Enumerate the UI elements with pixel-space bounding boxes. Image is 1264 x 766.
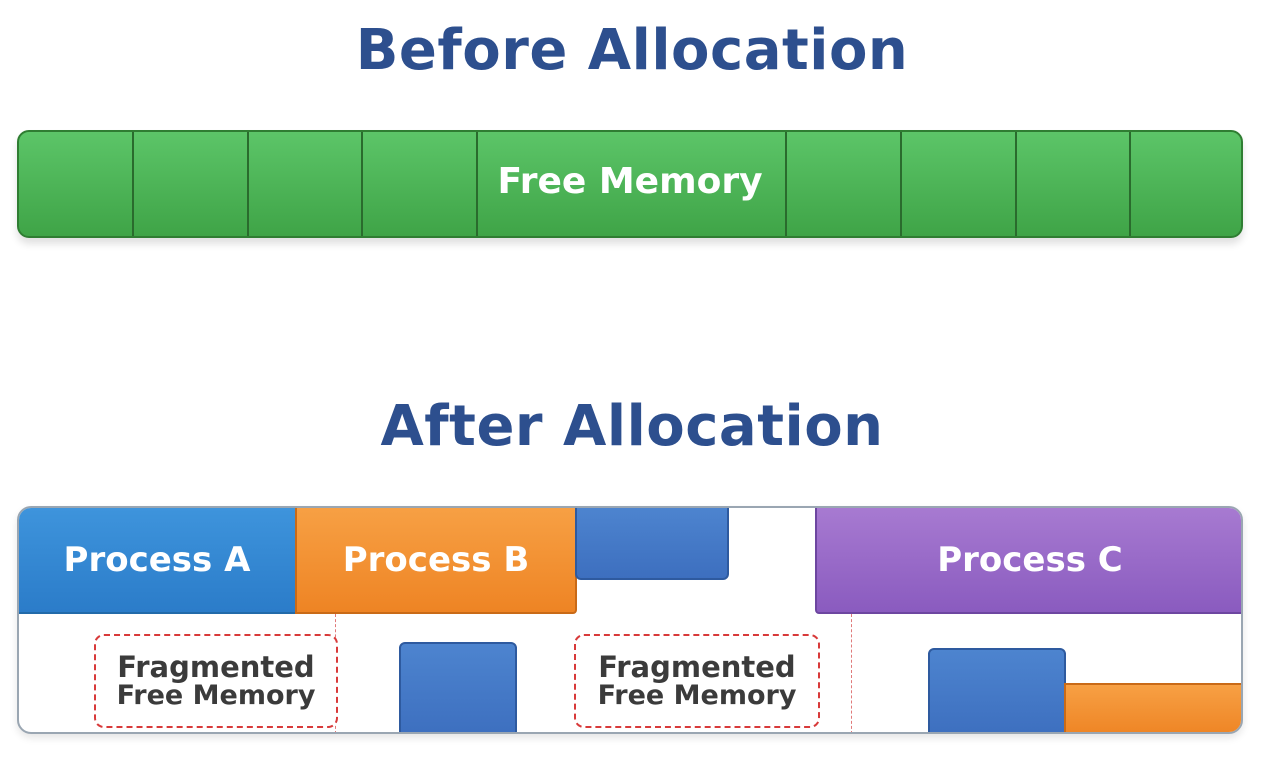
boundary-dashed-line	[851, 614, 852, 732]
process-b-block: Process B	[295, 508, 577, 614]
allocated-block-orange	[1064, 683, 1241, 732]
segment-divider	[900, 132, 902, 236]
process-c-block: Process C	[815, 508, 1241, 614]
segment-divider	[361, 132, 363, 236]
free-memory-bar: Free Memory	[17, 130, 1243, 238]
after-allocation-title: After Allocation	[380, 394, 884, 459]
process-a-label: Process A	[63, 540, 251, 580]
allocated-block-small	[575, 508, 729, 580]
fragment-label-line2: Free Memory	[116, 680, 316, 712]
fragmented-free-memory-2: Fragmented Free Memory	[574, 634, 820, 728]
segment-divider	[476, 132, 478, 236]
segment-divider	[1129, 132, 1131, 236]
segment-divider	[1015, 132, 1017, 236]
process-b-label: Process B	[342, 540, 530, 580]
fragment-label-line1: Fragmented	[598, 649, 796, 684]
free-memory-label: Free Memory	[497, 160, 763, 202]
segment-divider	[247, 132, 249, 236]
before-allocation-title: Before Allocation	[355, 18, 909, 83]
process-a-block: Process A	[19, 508, 297, 614]
segment-divider	[132, 132, 134, 236]
allocated-block-blue	[399, 642, 517, 732]
allocated-block-blue	[928, 648, 1066, 732]
segment-divider	[785, 132, 787, 236]
fragment-label-line1: Fragmented	[117, 649, 315, 684]
fragment-label-line2: Free Memory	[597, 680, 797, 712]
process-c-label: Process C	[937, 540, 1123, 580]
fragmented-free-memory-1: Fragmented Free Memory	[94, 634, 338, 728]
after-allocation-memory: Process A Process B Process C Fragmented…	[17, 506, 1243, 734]
